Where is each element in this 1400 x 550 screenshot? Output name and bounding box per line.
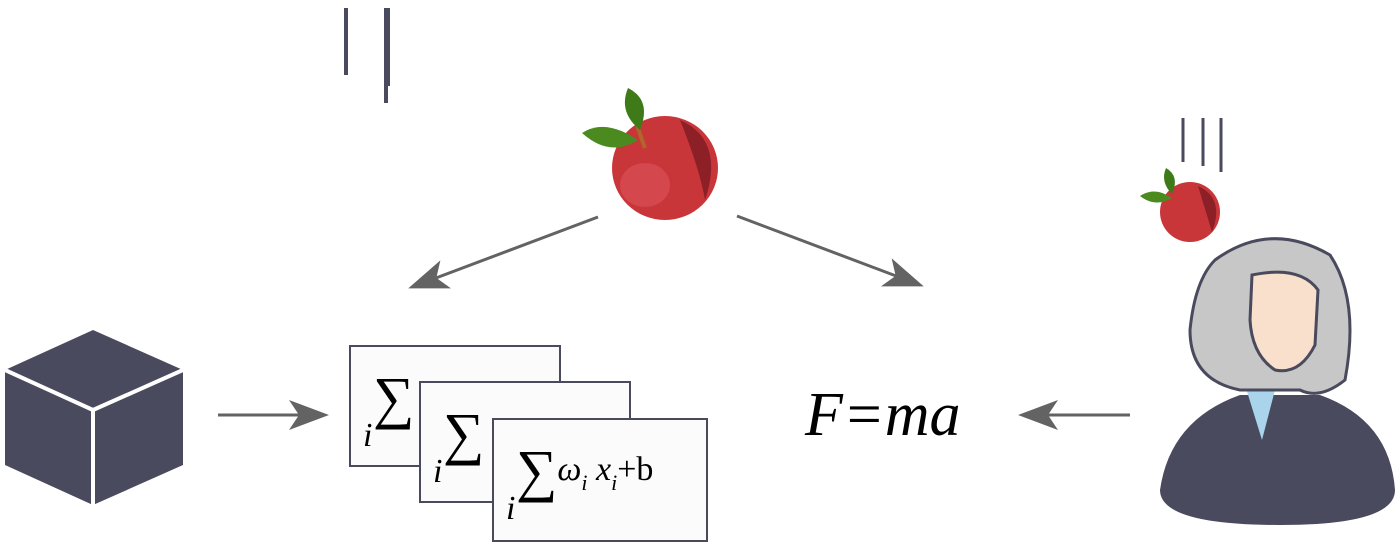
input-subscript: i bbox=[611, 470, 618, 495]
apple-icon bbox=[582, 88, 718, 220]
small-apple-icon bbox=[1140, 168, 1220, 242]
cube-icon bbox=[4, 330, 184, 505]
linear-model-formula: ∑ωi xi+b bbox=[516, 442, 653, 500]
sum-index: i bbox=[363, 417, 373, 454]
small-fall-lines-icon bbox=[1181, 118, 1223, 172]
newton-law-formula: F=ma bbox=[805, 381, 961, 449]
fall-lines-icon bbox=[344, 8, 390, 103]
sigma-symbol: ∑ bbox=[373, 365, 415, 430]
bias-term: +b bbox=[617, 451, 654, 488]
sigma-symbol: ∑ bbox=[443, 401, 485, 466]
arrow-apple-to-model bbox=[408, 215, 599, 289]
arrow-apple-to-law bbox=[736, 214, 924, 287]
weight-symbol: ω bbox=[557, 451, 582, 488]
weight-subscript: i bbox=[581, 470, 588, 495]
input-symbol: x bbox=[596, 451, 612, 488]
sum-index: i bbox=[433, 453, 443, 490]
model-card-3: ∑ωi xi+b i bbox=[492, 418, 708, 542]
newton-icon bbox=[1160, 237, 1395, 525]
sigma-symbol: ∑ bbox=[516, 438, 558, 503]
sum-index: i bbox=[506, 490, 516, 527]
